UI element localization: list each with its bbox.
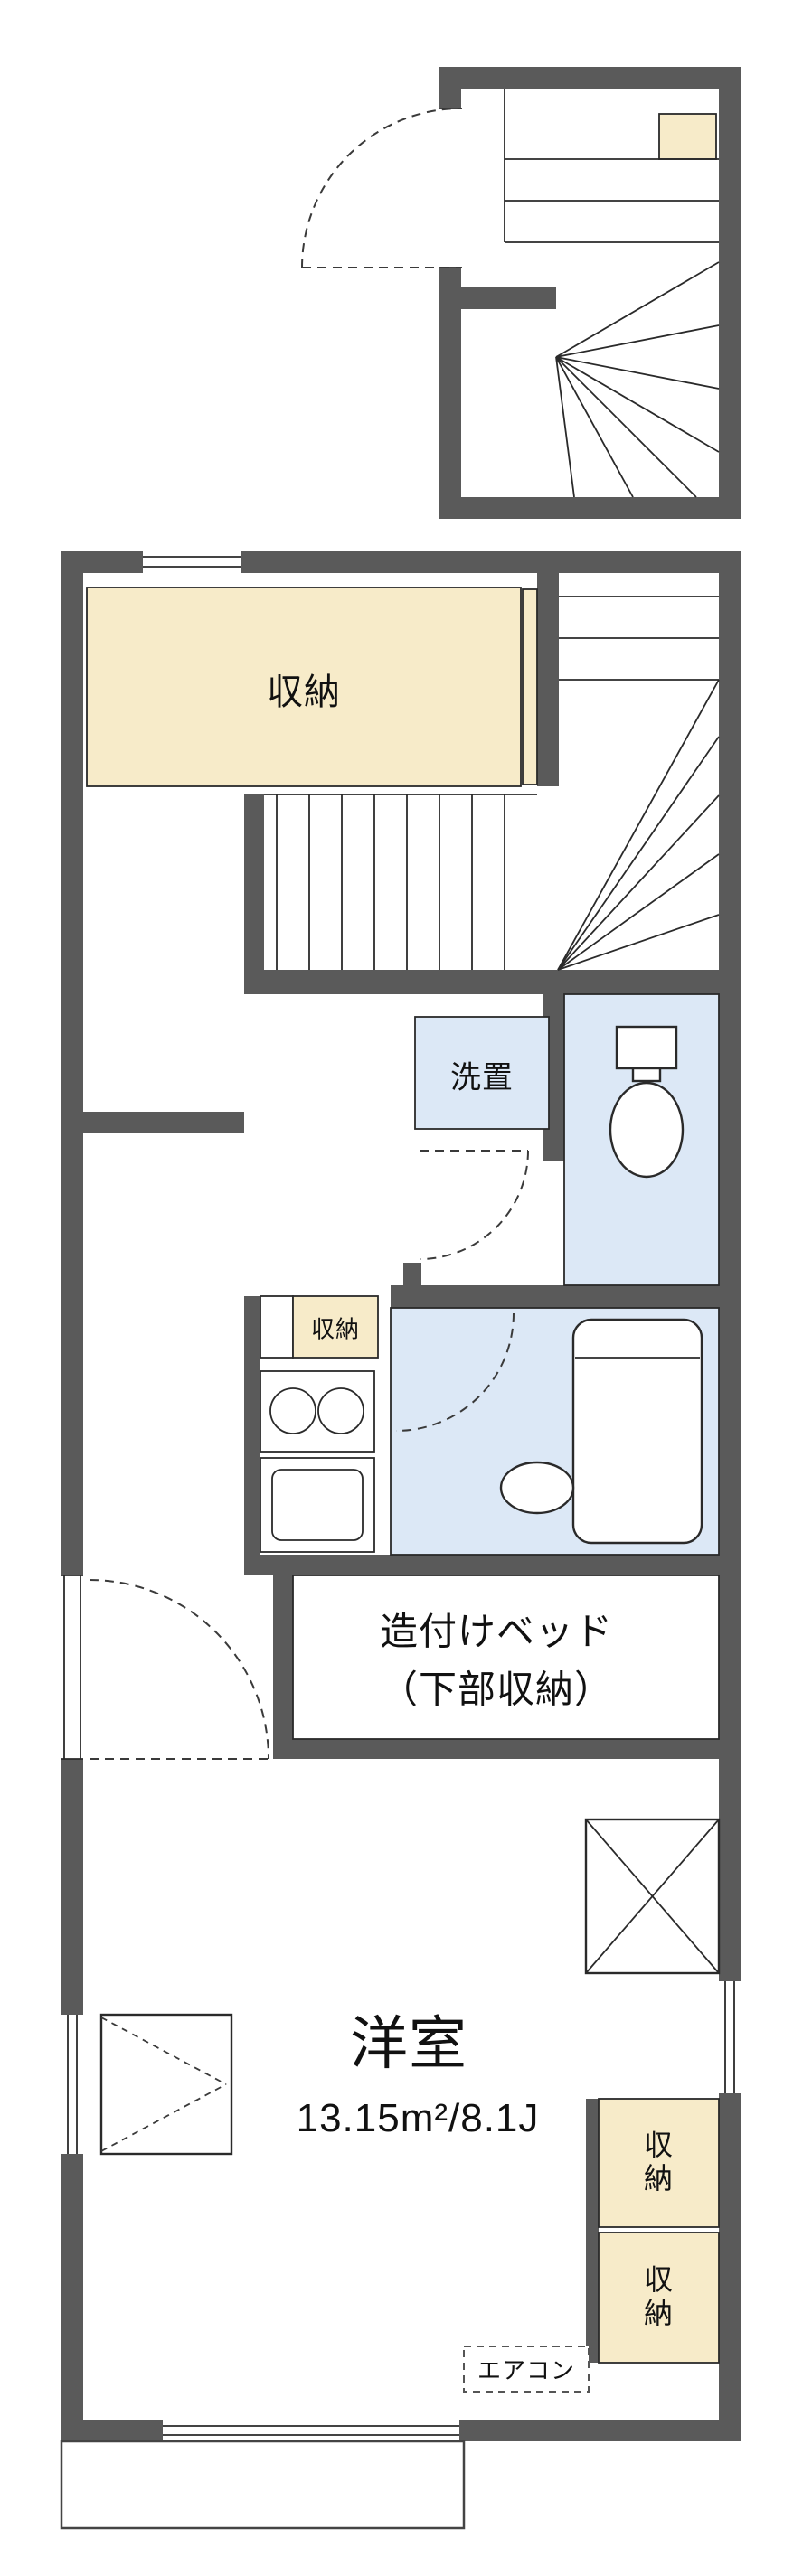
kitchen — [260, 1370, 375, 1553]
closet-upper-area — [598, 2098, 720, 2228]
label-small-storage: 収納 — [310, 1315, 361, 1343]
window-top — [143, 550, 241, 575]
burner-right — [317, 1387, 364, 1434]
aircon-area — [463, 2346, 590, 2393]
closet-lower-area — [598, 2232, 720, 2364]
stairwell-wall-stub — [461, 287, 556, 309]
winder-stairs — [557, 596, 720, 971]
interior-walls — [61, 573, 741, 2363]
window-right — [717, 1981, 742, 2093]
sink-basin — [271, 1469, 364, 1541]
laundry-area — [414, 1016, 550, 1130]
label-bed-line2: （下部収納） — [379, 1668, 614, 1711]
upper-storage-strip — [522, 588, 538, 785]
window-left — [60, 2015, 85, 2154]
bathtub — [571, 1318, 703, 1545]
stairwell-door-swing-arc — [301, 108, 462, 268]
toilet-room — [563, 993, 720, 1286]
window-bottom — [163, 2418, 459, 2443]
bathroom-door-arc — [395, 1312, 515, 1432]
label-room-name: 洋室 — [350, 2011, 467, 2076]
toilet-tank — [615, 1025, 678, 1070]
stairwell-door-gap — [438, 108, 462, 268]
built-in-bed-area — [292, 1575, 720, 1740]
toilet-seat — [631, 1067, 662, 1083]
small-storage-area — [292, 1295, 379, 1359]
window-marker-square — [99, 2013, 233, 2156]
hatch-box — [584, 1818, 721, 1975]
washroom-door-arc — [419, 1150, 529, 1260]
label-closet-upper: 収納 — [643, 2129, 673, 2195]
toilet-bowl — [609, 1081, 685, 1179]
bathroom — [390, 1307, 720, 1556]
wash-basin — [499, 1461, 575, 1515]
sink-unit — [260, 1457, 375, 1553]
stairwell-block — [301, 67, 741, 519]
upper-storage-area — [86, 587, 522, 787]
entrance-door-arc — [89, 1579, 269, 1760]
label-laundry: 洗置 — [450, 1060, 514, 1095]
label-room-size: 13.15m²/8.1J — [296, 2096, 540, 2140]
straight-stairs — [264, 794, 537, 970]
label-closet-lower: 収納 — [643, 2263, 673, 2329]
burner-left — [269, 1387, 316, 1434]
balcony — [60, 2440, 466, 2530]
label-upper-storage: 収納 — [267, 672, 341, 712]
stairwell-upper-landing — [658, 113, 717, 160]
label-bed-line1: 造付けベッド — [379, 1610, 614, 1653]
stairwell-winder-treads — [504, 89, 720, 498]
unit-block — [60, 550, 742, 2530]
label-aircon: エアコン — [477, 2356, 576, 2384]
counter-box — [260, 1295, 294, 1359]
entrance-opening — [60, 1575, 85, 1760]
